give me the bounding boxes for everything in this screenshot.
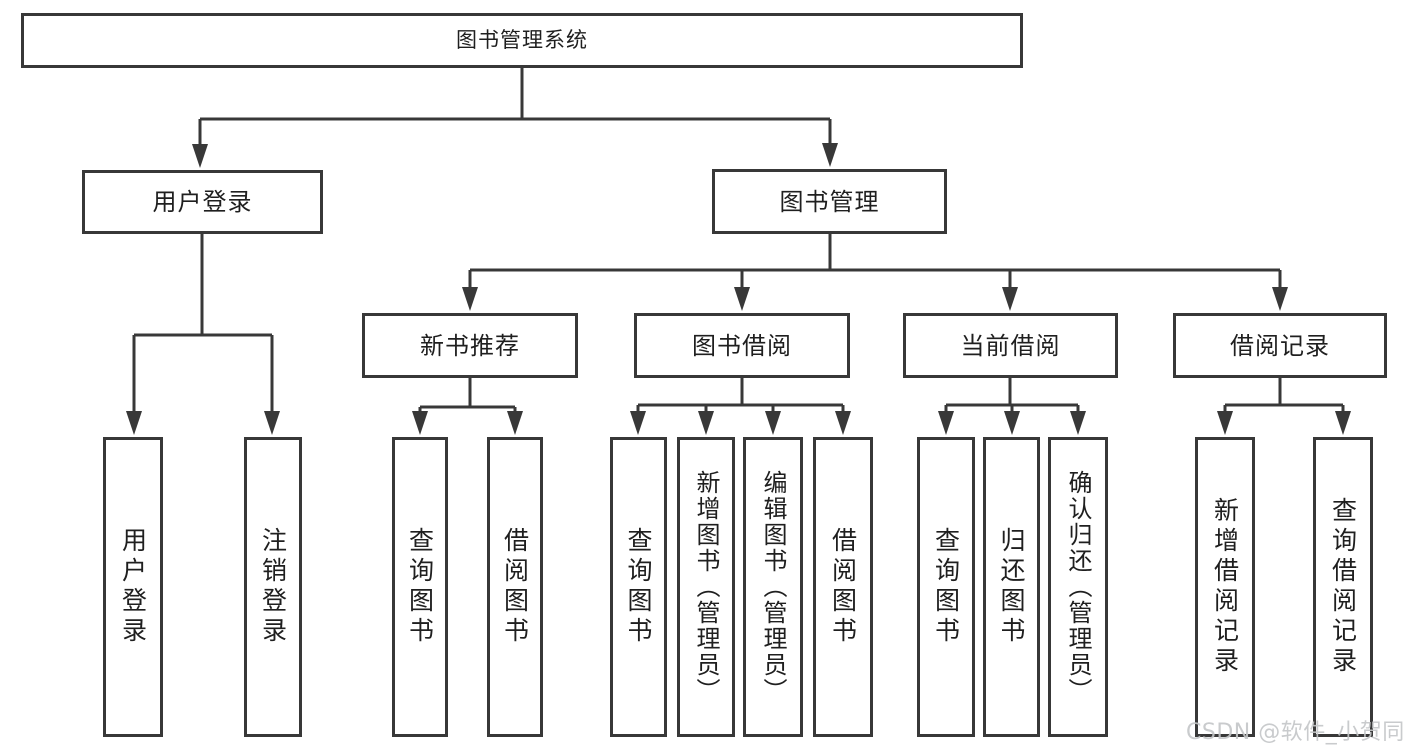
- csdn-watermark: CSDN @软件_小贺同学: [1186, 720, 1405, 745]
- tree-branch-lines: [132, 68, 1345, 416]
- leaf-add-borrow-record: 新增借阅记录: [1195, 437, 1255, 737]
- leaf-query-borrow-record: 查询借阅记录: [1313, 437, 1373, 737]
- leaf-logout: 注销登录: [244, 437, 302, 737]
- leaf-return-book: 归还图书: [983, 437, 1040, 737]
- leaf-borrow-book: 借阅图书: [813, 437, 873, 737]
- node-new-book-recommend: 新书推荐: [362, 313, 578, 378]
- node-book-management: 图书管理: [712, 169, 947, 234]
- node-book-borrowing: 图书借阅: [634, 313, 850, 378]
- leaf-query-book-current: 查询图书: [917, 437, 975, 737]
- node-root-system: 图书管理系统: [21, 13, 1023, 68]
- node-borrowing-records: 借阅记录: [1173, 313, 1387, 378]
- leaf-edit-book-admin: 编辑图书（管理员）: [743, 437, 803, 737]
- leaf-query-book-recommend: 查询图书: [392, 437, 448, 737]
- node-user-login: 用户登录: [82, 170, 323, 234]
- leaf-query-book-borrowing: 查询图书: [610, 437, 667, 737]
- arrow-down-icon: [126, 143, 1351, 435]
- leaf-borrow-book-recommend: 借阅图书: [487, 437, 543, 737]
- leaf-user-login: 用户登录: [103, 437, 163, 737]
- leaf-confirm-return-admin: 确认归还（管理员）: [1048, 437, 1108, 737]
- node-current-borrowing: 当前借阅: [903, 313, 1118, 378]
- leaf-add-book-admin: 新增图书（管理员）: [677, 437, 735, 737]
